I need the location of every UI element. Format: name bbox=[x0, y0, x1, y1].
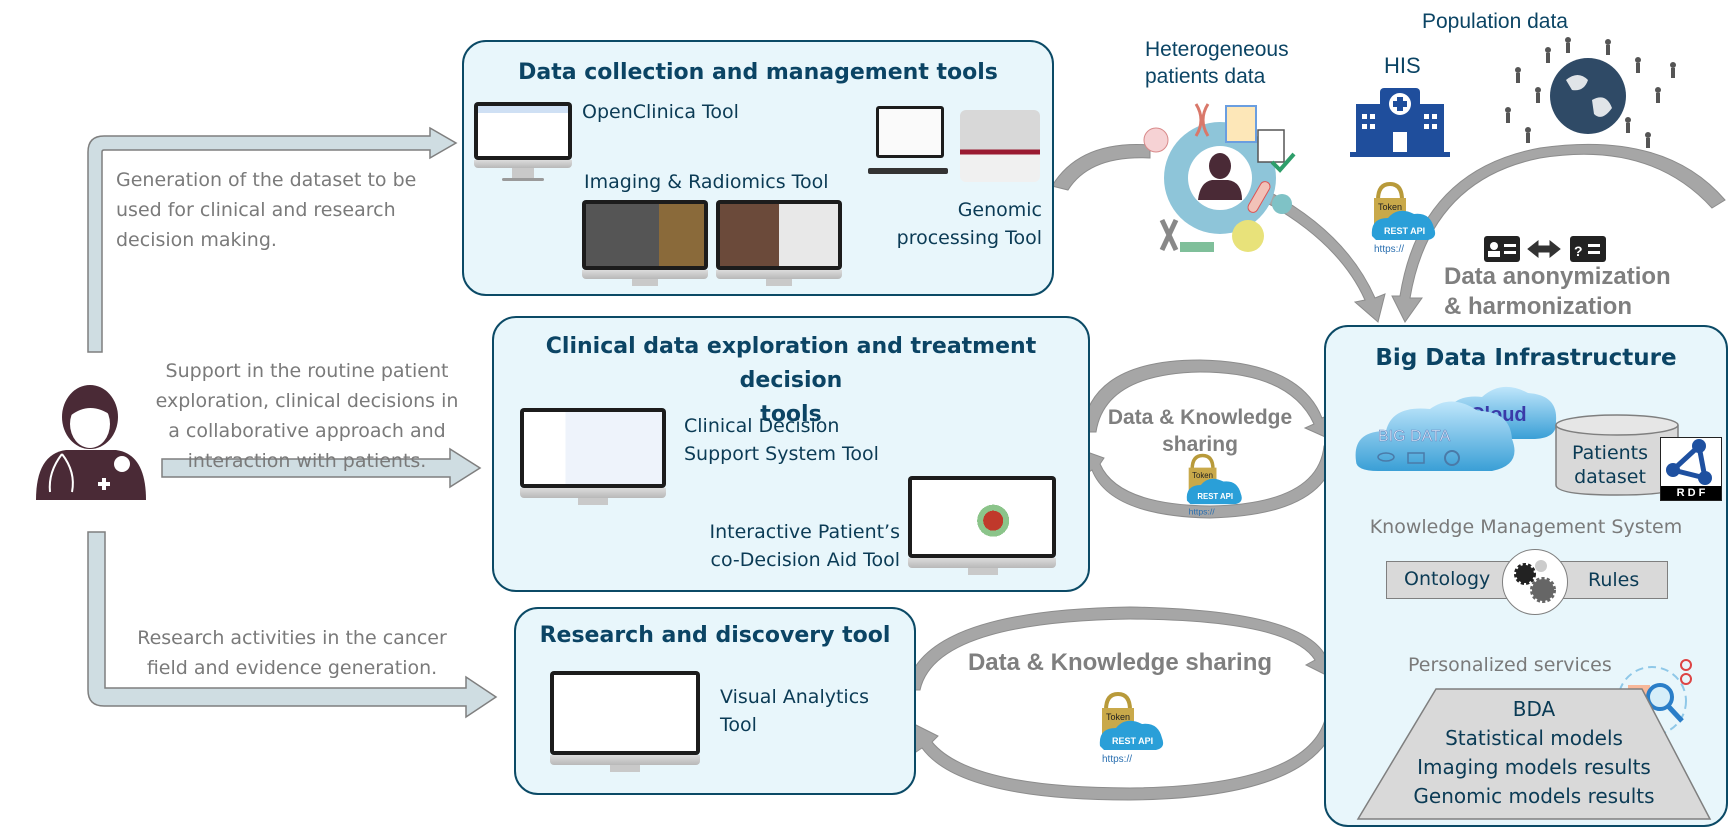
rdf-icon: R D F bbox=[1660, 437, 1722, 501]
doctor-actor bbox=[36, 382, 146, 502]
data-collection-box: Data collection and management tools Ope… bbox=[462, 40, 1054, 296]
cdss-label-line1: Clinical Decision bbox=[684, 415, 840, 437]
flow-text-bottom: Research activities in the cancer field … bbox=[137, 627, 447, 679]
clinical-exploration-title-line2: tools bbox=[760, 402, 822, 427]
sharing-bottom-label: Data & Knowledge sharing bbox=[967, 649, 1273, 676]
patient-aid-label-line2: co-Decision Aid Tool bbox=[710, 549, 901, 571]
patients-dataset-line1: Patients bbox=[1571, 442, 1649, 464]
id-card-icon bbox=[1484, 236, 1520, 262]
clinical-exploration-title: Clinical data exploration and treatment … bbox=[494, 330, 1088, 432]
api-https-text: https:// bbox=[1374, 244, 1404, 255]
curve-arrow-population bbox=[1391, 143, 1726, 323]
sharing-middle-line1: Data & Knowledge bbox=[1107, 406, 1293, 429]
imaging-label: Imaging & Radiomics Tool bbox=[584, 171, 829, 193]
database-icon bbox=[1377, 452, 1395, 462]
patients-dataset-line2: dataset bbox=[1574, 466, 1646, 488]
api-rest-text: REST API bbox=[1384, 226, 1425, 236]
flow-arrow-bottom bbox=[87, 531, 498, 719]
api-rest-text: REST API bbox=[1112, 736, 1153, 746]
visual-analytics-monitor-icon bbox=[550, 671, 700, 775]
service-item: BDA bbox=[1512, 697, 1556, 721]
imaging-monitor-icon bbox=[582, 200, 708, 290]
research-title: Research and discovery tool bbox=[539, 623, 891, 648]
patient-aid-label-line1: Interactive Patient’s bbox=[709, 521, 900, 543]
heterogeneous-label: Heterogeneous patients data bbox=[1145, 36, 1289, 90]
globe-people-icon bbox=[1488, 30, 1688, 150]
api-badge-top: Token REST API https:// bbox=[1364, 180, 1440, 256]
patient-data-cluster-icon bbox=[1136, 100, 1306, 260]
big-data-box: Big Data Infrastructure Cloud BIG DATA P… bbox=[1324, 325, 1728, 827]
anonymization-label-line1: Data anonymization bbox=[1444, 263, 1671, 290]
kms-title: Knowledge Management System bbox=[1369, 516, 1683, 538]
api-https-text: https:// bbox=[1102, 754, 1132, 765]
anonymization-icons: ? bbox=[1484, 230, 1608, 264]
sharing-middle-label: Data & Knowledge sharing bbox=[1100, 404, 1300, 458]
flow-text-top: Generation of the dataset to be used for… bbox=[116, 169, 417, 251]
rdf-label: R D F bbox=[1661, 486, 1721, 500]
hospital-icon bbox=[1350, 88, 1450, 158]
flow-text-middle: Support in the routine patient explorati… bbox=[155, 360, 459, 472]
heterogeneous-label-line1: Heterogeneous bbox=[1145, 38, 1289, 61]
heterogeneous-label-line2: patients data bbox=[1145, 65, 1266, 88]
service-item: Imaging models results bbox=[1417, 755, 1651, 779]
anonymization-label: Data anonymization & harmonization bbox=[1444, 262, 1671, 322]
gears-icon bbox=[1502, 549, 1568, 615]
gear-icon bbox=[1444, 450, 1460, 466]
ontology-label: Ontology bbox=[1404, 568, 1491, 590]
doctor-icon bbox=[36, 385, 146, 500]
patients-dataset-cylinder: Patients dataset bbox=[1554, 413, 1680, 497]
api-badge-bottom: Token REST API https:// bbox=[1092, 690, 1168, 766]
server-icon bbox=[1407, 452, 1425, 464]
services-title: Personalized services bbox=[1408, 654, 1612, 676]
svg-text:?: ? bbox=[1574, 243, 1583, 259]
population-label: Population data bbox=[1422, 10, 1568, 33]
flow-arrow-middle bbox=[161, 447, 482, 489]
openclinica-label: OpenClinica Tool bbox=[582, 101, 739, 123]
rules-label: Rules bbox=[1588, 569, 1640, 591]
visual-analytics-label-line1: Visual Analytics bbox=[720, 686, 870, 708]
service-item: Genomic models results bbox=[1413, 784, 1655, 808]
genomic-label: Genomic processing Tool bbox=[844, 196, 1042, 252]
service-item: Statistical models bbox=[1445, 726, 1623, 750]
cdss-label: Clinical Decision Support System Tool bbox=[684, 412, 879, 468]
big-data-title: Big Data Infrastructure bbox=[1375, 345, 1677, 371]
cdss-label-line2: Support System Tool bbox=[684, 443, 879, 465]
services-trapezoid bbox=[1356, 687, 1712, 821]
visual-analytics-label: Visual Analytics Tool bbox=[720, 683, 869, 739]
api-badge-middle: Token REST API https:// bbox=[1178, 452, 1248, 518]
cloud-icon: Cloud BIG DATA bbox=[1352, 375, 1562, 485]
api-rest-text: REST API bbox=[1197, 492, 1233, 501]
api-token-text: Token bbox=[1378, 202, 1402, 212]
services-list: BDA Statistical models Imaging models re… bbox=[1356, 695, 1712, 811]
clinical-exploration-box: Clinical data exploration and treatment … bbox=[492, 316, 1090, 592]
patient-aid-monitor-icon bbox=[908, 476, 1056, 580]
patient-aid-label: Interactive Patient’s co-Decision Aid To… bbox=[690, 518, 900, 574]
flow-arrow-top bbox=[87, 126, 458, 353]
data-collection-title: Data collection and management tools bbox=[518, 60, 998, 85]
openclinica-monitor-icon bbox=[474, 102, 572, 182]
api-https-text: https:// bbox=[1189, 507, 1216, 517]
cdss-monitor-icon bbox=[520, 408, 666, 508]
curve-arrow-collection bbox=[1051, 144, 1151, 191]
big-data-text: BIG DATA bbox=[1378, 428, 1451, 445]
api-token-text: Token bbox=[1106, 712, 1130, 722]
swap-arrow-icon bbox=[1527, 239, 1561, 259]
genomic-label-line1: Genomic bbox=[957, 199, 1042, 221]
anonymous-card-icon bbox=[1570, 236, 1606, 262]
genomic-label-line2: processing Tool bbox=[896, 227, 1042, 249]
clinical-exploration-title-line1: Clinical data exploration and treatment … bbox=[545, 334, 1037, 393]
visual-analytics-label-line2: Tool bbox=[720, 714, 757, 736]
sharing-middle-line2: sharing bbox=[1162, 433, 1238, 456]
radiomics-monitor-icon bbox=[716, 200, 842, 290]
research-box: Research and discovery tool Visual Analy… bbox=[514, 607, 916, 795]
his-label: HIS bbox=[1384, 53, 1421, 78]
api-token-text: Token bbox=[1192, 471, 1213, 480]
anonymization-label-line2: & harmonization bbox=[1444, 293, 1633, 320]
sequencer-icon bbox=[868, 106, 1040, 186]
